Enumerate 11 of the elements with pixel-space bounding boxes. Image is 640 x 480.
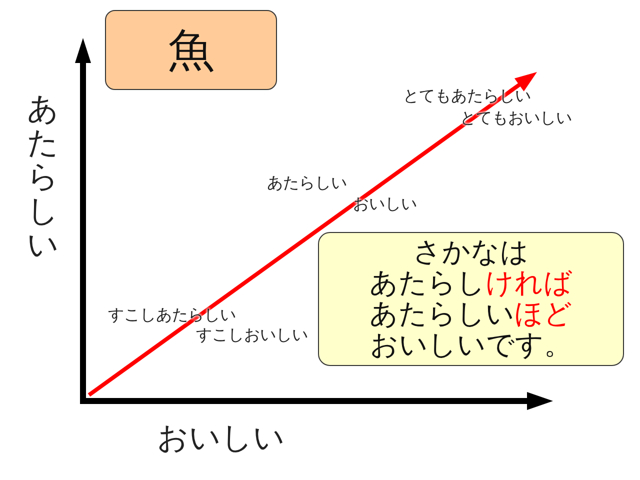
note-line: あたらしければ xyxy=(370,268,572,299)
topic-text: 魚 xyxy=(168,24,214,76)
note-box xyxy=(318,232,624,366)
trend-label: すこしおいしい xyxy=(196,325,308,344)
trend-label: あたらしい xyxy=(267,173,347,192)
axis-label: おいしい xyxy=(157,420,285,458)
note-line: あたらしいほど xyxy=(370,299,572,330)
note-line: おいしいです。 xyxy=(370,330,572,361)
axis-label: あたらしい xyxy=(27,92,58,262)
topic-box xyxy=(105,10,277,90)
note-line: さかなは xyxy=(413,237,529,268)
